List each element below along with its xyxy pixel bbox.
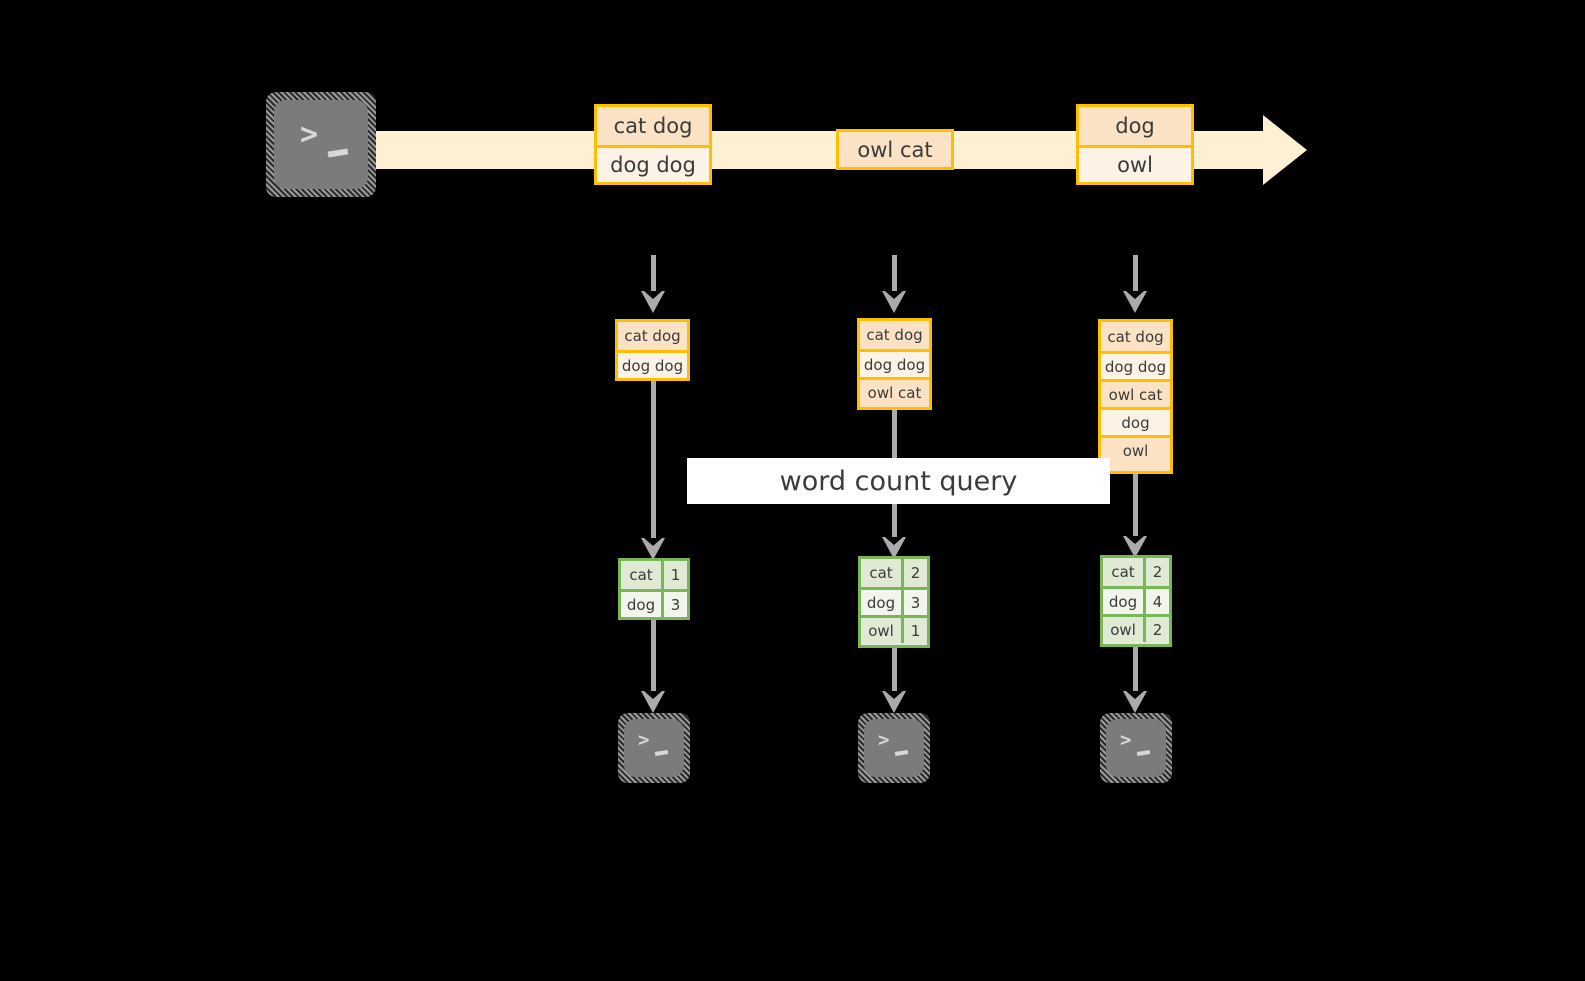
trigger-1-sink-terminal-icon: > [618,713,690,783]
result-word-cell: dog [861,590,904,615]
result-word-cell: owl [861,618,904,643]
result-count-cell: 3 [904,590,927,615]
result-word-cell: dog [1103,589,1146,614]
terminal-prompt-chevron: > [878,729,890,751]
trigger-3-sink-connector [1133,647,1138,696]
trigger-1-result-table[interactable]: cat 1 dog 3 [618,558,690,620]
result-word-cell: owl [1103,617,1146,642]
trigger-3-sink-arrowhead-notch [1126,691,1144,699]
terminal-prompt-chevron: > [638,729,650,751]
stream-message-line: cat dog [597,107,709,145]
trigger-3-query-arrowhead-notch [1126,536,1144,544]
trigger-2-query-arrowhead-notch [885,537,903,545]
stream-message-line: dog dog [597,145,709,182]
trigger-2-sink-arrowhead-notch [885,691,903,699]
terminal-screen [624,719,684,777]
result-word-cell: dog [621,592,664,617]
result-table-row: dog 4 [1103,586,1169,614]
result-count-cell: 2 [1146,617,1169,642]
result-count-cell: 1 [664,561,687,589]
trigger-1-dashed-arrowhead-notch [644,291,662,299]
result-table-row: cat 2 [861,559,927,587]
stream-message-line: owl [1079,145,1191,182]
input-table-row: cat dog [618,322,687,350]
result-count-cell: 3 [664,592,687,617]
trigger-1-query-connector [651,381,656,543]
terminal-screen [864,719,924,777]
terminal-prompt-chevron: > [1120,729,1132,751]
trigger-1-sink-connector [651,620,656,696]
input-table-row: cat dog [860,321,929,349]
trigger-1-query-arrowhead-notch [644,538,662,546]
stream-message-3[interactable]: dog owl [1076,104,1194,185]
trigger-3-dashed-connector [1133,255,1138,294]
input-table-row: cat dog [1101,322,1170,351]
input-table-row: owl [1101,435,1170,463]
trigger-2-sink-terminal-icon: > [858,713,930,783]
result-table-row: dog 3 [621,589,687,617]
result-table-row: dog 3 [861,587,927,615]
result-table-row: cat 1 [621,561,687,589]
trigger-2-dashed-arrowhead-notch [885,291,903,299]
trigger-2-dashed-connector [892,255,897,294]
stream-message-line: dog [1079,107,1191,145]
result-word-cell: cat [1103,558,1146,586]
trigger-2-input-table[interactable]: cat dog dog dog owl cat [857,318,932,410]
result-table-row: cat 2 [1103,558,1169,586]
input-table-row: owl cat [1101,379,1170,407]
result-word-cell: cat [861,559,904,587]
trigger-3-query-connector [1133,474,1138,542]
input-table-row: dog [1101,407,1170,435]
terminal-prompt-chevron: > [300,117,319,152]
trigger-1-dashed-connector [651,255,656,294]
trigger-3-sink-terminal-icon: > [1100,713,1172,783]
trigger-1-sink-arrowhead-notch [644,691,662,699]
input-table-row: owl cat [860,377,929,405]
query-label: word count query [687,458,1110,504]
terminal-screen [274,100,368,189]
trigger-3-result-table[interactable]: cat 2 dog 4 owl 2 [1100,555,1172,647]
trigger-1-input-table[interactable]: cat dog dog dog [615,319,690,381]
result-table-row: owl 2 [1103,614,1169,642]
stream-message-2[interactable]: owl cat [836,129,954,170]
trigger-3-dashed-arrowhead-notch [1126,291,1144,299]
input-table-row: dog dog [1101,351,1170,379]
input-table-row: dog dog [618,350,687,378]
result-count-cell: 2 [904,559,927,587]
stream-message-1[interactable]: cat dog dog dog [594,104,712,185]
trigger-2-sink-connector [892,648,897,696]
result-count-cell: 2 [1146,558,1169,586]
trigger-3-input-table[interactable]: cat dog dog dog owl cat dog owl [1098,319,1173,474]
result-table-row: owl 1 [861,615,927,643]
trigger-2-result-table[interactable]: cat 2 dog 3 owl 1 [858,556,930,648]
terminal-screen [1106,719,1166,777]
result-count-cell: 1 [904,618,927,643]
input-table-row: dog dog [860,349,929,377]
result-word-cell: cat [621,561,664,589]
source-terminal-icon: > [266,92,376,197]
stream-arrowhead [1263,115,1307,185]
result-count-cell: 4 [1146,589,1169,614]
stream-message-line: owl cat [839,132,951,167]
